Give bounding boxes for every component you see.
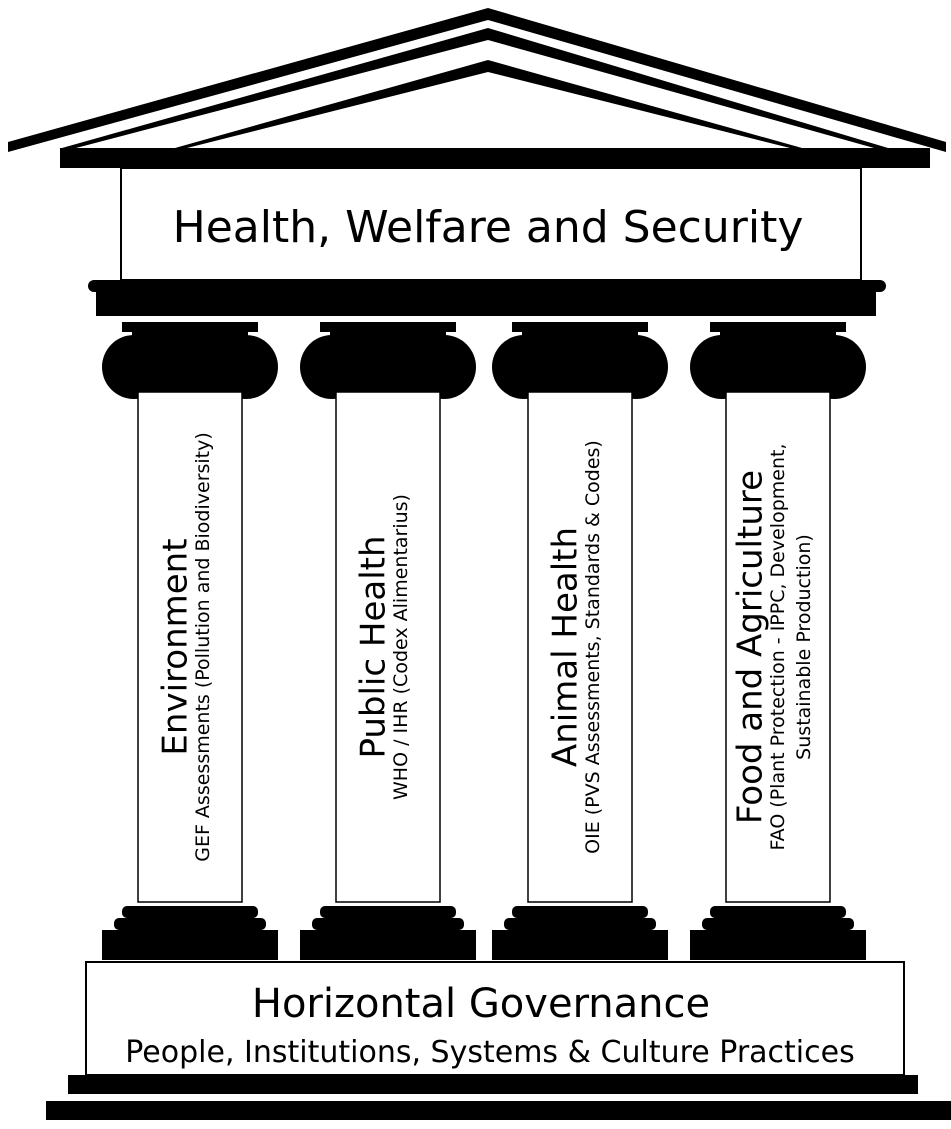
pillar-base	[690, 906, 866, 960]
capital-abacus	[710, 322, 846, 332]
roof-outer-triangle	[8, 8, 946, 152]
entablature: Health, Welfare and Security	[120, 167, 862, 281]
cornice	[88, 280, 886, 316]
foundation-title: Horizontal Governance	[252, 981, 710, 1027]
capital-abacus	[122, 322, 258, 332]
pillar-title: Animal Health	[546, 527, 586, 767]
entablature-box	[120, 167, 862, 281]
pillar-subtitle: FAO (Plant Protection - IPPC, Developmen…	[767, 443, 789, 850]
capital-body	[134, 342, 246, 392]
stylobate-step-1	[68, 1075, 918, 1094]
base-plinth	[690, 930, 866, 960]
capital-body	[524, 342, 636, 392]
pillar-subtitle: WHO / IHR (Codex Alimentarius)	[390, 494, 412, 800]
base-plinth	[102, 930, 278, 960]
pillar-capital	[690, 322, 866, 399]
base-plinth	[492, 930, 668, 960]
base-torus-1	[320, 906, 456, 918]
base-torus-1	[122, 906, 258, 918]
pillar-shaft	[335, 391, 441, 903]
foundation: Horizontal Governance People, Institutio…	[46, 961, 951, 1120]
pillar-shaft	[725, 391, 831, 903]
cornice-bar-top	[88, 280, 886, 292]
pillar-capital	[102, 322, 278, 399]
base-torus-2	[312, 918, 464, 930]
pillar-subtitle: OIE (PVS Assessments, Standards & Codes)	[582, 440, 604, 854]
pillar-title: Environment	[156, 538, 196, 755]
roof	[8, 8, 946, 168]
base-torus-1	[512, 906, 648, 918]
base-plinth	[300, 930, 476, 960]
foundation-box	[85, 961, 905, 1076]
capital-body	[722, 342, 834, 392]
roof-title: Health, Welfare and Security	[173, 202, 804, 253]
pillar-title: Food and Agriculture	[731, 470, 771, 824]
capital-body	[332, 342, 444, 392]
pillar-subtitle: GEF Assessments (Pollution and Biodivers…	[192, 432, 214, 862]
pillar-shaft	[137, 391, 243, 903]
pillar-capital	[300, 322, 476, 399]
pillar-base	[492, 906, 668, 960]
base-torus-2	[702, 918, 854, 930]
pillar-subtitle: Sustainable Production)	[793, 534, 815, 760]
foundation-subtitle: People, Institutions, Systems & Culture …	[125, 1035, 854, 1070]
cornice-bar-bottom	[96, 290, 876, 316]
pillar-title: Public Health	[354, 535, 394, 758]
pillar-capital	[492, 322, 668, 399]
base-torus-2	[114, 918, 266, 930]
roof-base-bar	[60, 148, 930, 168]
pillar-base	[300, 906, 476, 960]
stylobate-step-2	[46, 1101, 951, 1120]
pillar-base	[102, 906, 278, 960]
base-torus-1	[710, 906, 846, 918]
pillar-shaft	[527, 391, 633, 903]
capital-abacus	[512, 322, 648, 332]
capital-abacus	[320, 322, 456, 332]
roof-inner-outline	[62, 28, 888, 148]
base-torus-2	[504, 918, 656, 930]
